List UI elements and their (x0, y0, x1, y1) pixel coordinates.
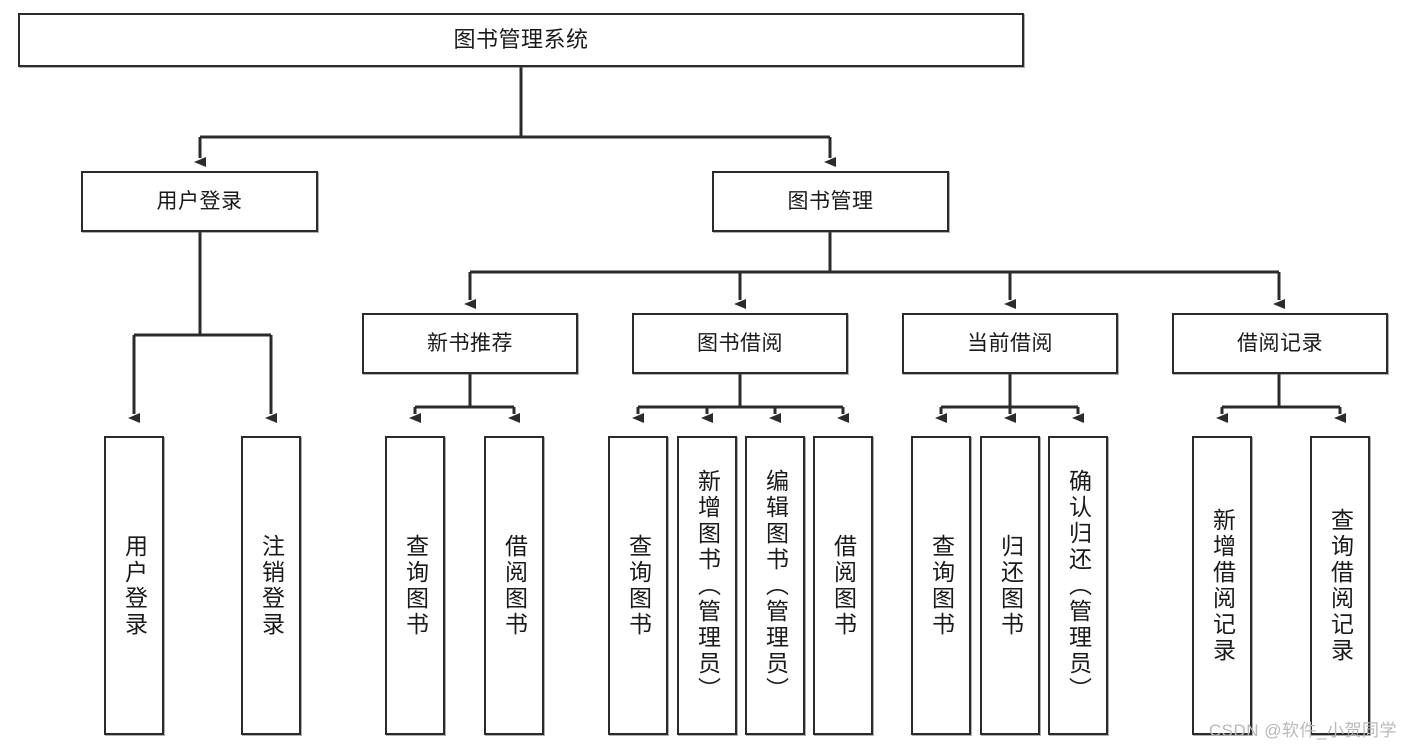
node-new-book-recommend[interactable]: 新书推荐 (362, 313, 578, 374)
node-leaf-query-book-2-label: 查询图书 (625, 533, 652, 638)
node-leaf-confirm-return-label: 确认归还（管理员） (1065, 468, 1092, 703)
node-leaf-user-login[interactable]: 用户登录 (104, 436, 164, 735)
node-book-manage-label: 图书管理 (787, 189, 874, 213)
node-leaf-query-book-3[interactable]: 查询图书 (911, 436, 971, 735)
node-leaf-borrow-book-1[interactable]: 借阅图书 (484, 436, 544, 735)
node-book-borrow-label: 图书借阅 (697, 331, 783, 355)
node-root[interactable]: 图书管理系统 (18, 13, 1024, 67)
node-leaf-query-record-label: 查询借阅记录 (1327, 507, 1354, 664)
node-leaf-add-record[interactable]: 新增借阅记录 (1192, 436, 1252, 735)
node-borrow-record-label: 借阅记录 (1237, 331, 1323, 355)
node-leaf-edit-book-label: 编辑图书（管理员） (762, 468, 789, 703)
node-leaf-query-book-1[interactable]: 查询图书 (385, 436, 445, 735)
node-borrow-record[interactable]: 借阅记录 (1172, 313, 1388, 374)
node-leaf-query-book-3-label: 查询图书 (928, 533, 955, 638)
node-leaf-add-record-label: 新增借阅记录 (1209, 507, 1236, 664)
node-leaf-query-book-1-label: 查询图书 (402, 533, 429, 638)
node-leaf-borrow-book-1-label: 借阅图书 (501, 533, 528, 638)
node-user-login[interactable]: 用户登录 (81, 171, 318, 232)
node-leaf-return-book[interactable]: 归还图书 (980, 436, 1040, 735)
node-leaf-user-login-label: 用户登录 (121, 533, 148, 638)
node-book-borrow[interactable]: 图书借阅 (632, 313, 848, 374)
node-leaf-add-book-label: 新增图书（管理员） (694, 468, 721, 703)
node-leaf-borrow-book-2-label: 借阅图书 (830, 533, 857, 638)
node-user-login-label: 用户登录 (156, 189, 243, 213)
node-new-book-recommend-label: 新书推荐 (427, 331, 513, 355)
node-leaf-query-record[interactable]: 查询借阅记录 (1310, 436, 1370, 735)
node-leaf-confirm-return[interactable]: 确认归还（管理员） (1048, 436, 1108, 735)
node-leaf-logout-login[interactable]: 注销登录 (241, 436, 301, 735)
node-leaf-edit-book[interactable]: 编辑图书（管理员） (745, 436, 805, 735)
node-leaf-logout-login-label: 注销登录 (258, 533, 285, 638)
node-book-manage[interactable]: 图书管理 (712, 171, 949, 232)
node-leaf-return-book-label: 归还图书 (997, 533, 1024, 638)
node-leaf-query-book-2[interactable]: 查询图书 (608, 436, 668, 735)
node-current-borrow-label: 当前借阅 (967, 331, 1053, 355)
node-leaf-borrow-book-2[interactable]: 借阅图书 (813, 436, 873, 735)
node-leaf-add-book[interactable]: 新增图书（管理员） (677, 436, 737, 735)
node-root-label: 图书管理系统 (453, 26, 589, 52)
node-current-borrow[interactable]: 当前借阅 (902, 313, 1118, 374)
